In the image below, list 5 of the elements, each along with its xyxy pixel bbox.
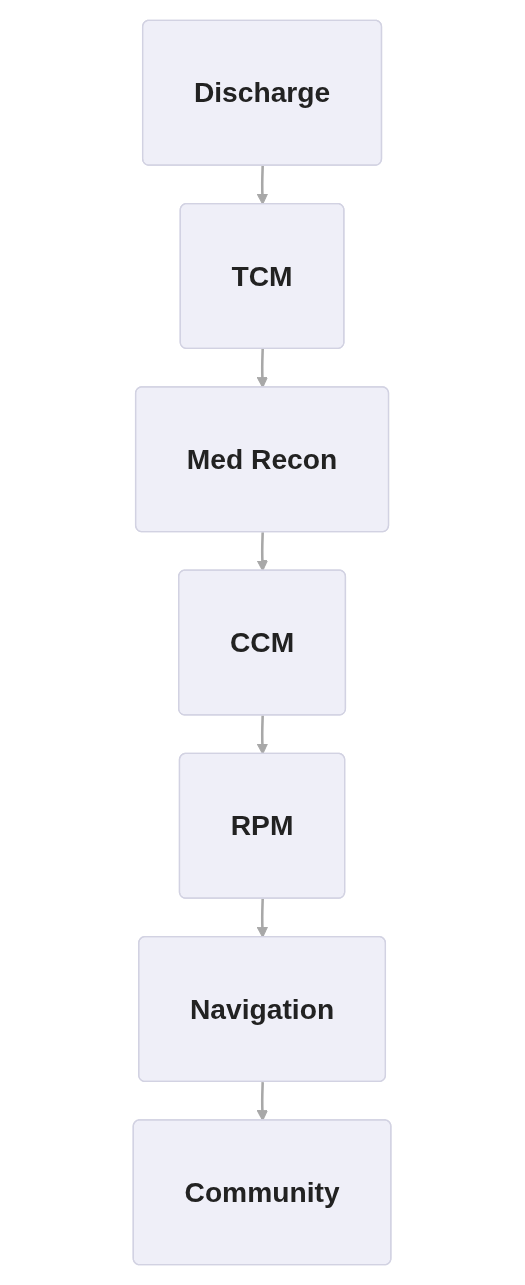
arrow <box>257 715 269 755</box>
arrow <box>257 165 269 205</box>
arrow <box>257 348 269 388</box>
arrow <box>257 532 269 572</box>
arrow <box>257 898 269 938</box>
